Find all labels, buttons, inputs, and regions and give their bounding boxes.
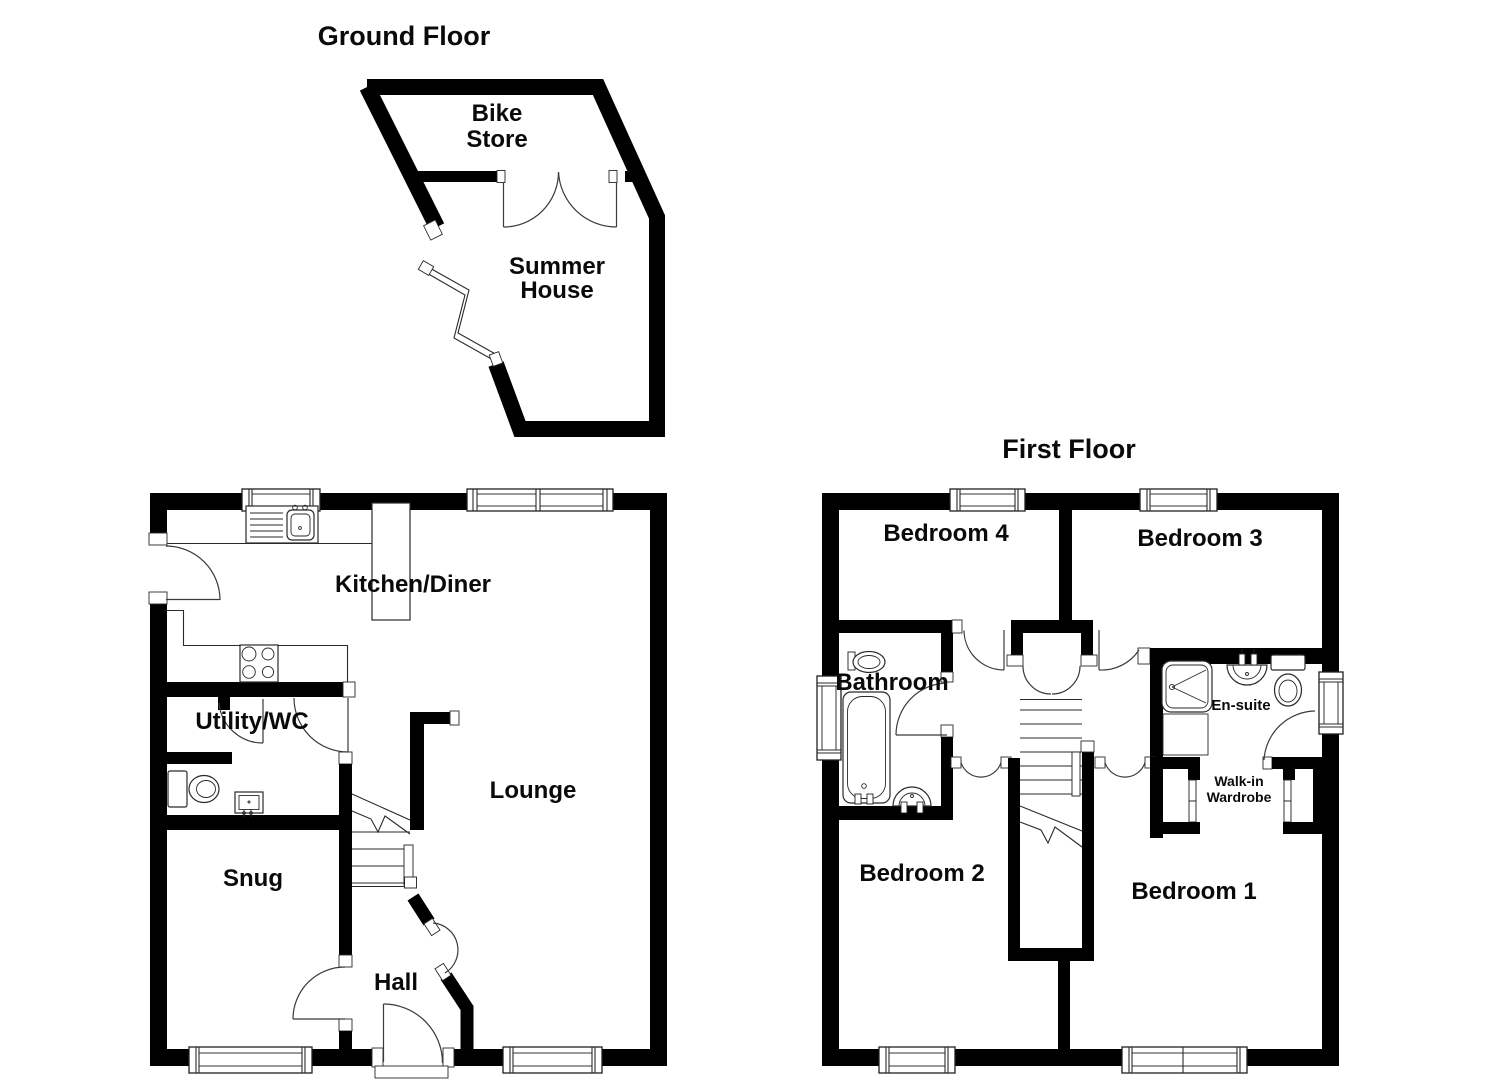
room-label-ensuite: En-suite <box>1211 697 1270 714</box>
room-label-bedroom2: Bedroom 2 <box>859 860 984 887</box>
ensuite-window <box>1318 671 1344 735</box>
stairs-ground <box>351 793 417 889</box>
kitchen-hall-door <box>293 697 349 753</box>
room-label-kitchen-diner: Kitchen/Diner <box>335 571 491 598</box>
summer-house-double-door <box>502 171 618 228</box>
bedroom1-window <box>1121 1046 1248 1074</box>
room-label-bike-store-line1: Bike <box>472 100 523 127</box>
room-label-walkin-line1: Walk-in <box>1214 773 1263 789</box>
landing-cupboard-doors <box>1022 665 1081 695</box>
lounge-door <box>432 922 459 974</box>
wardrobe-walls <box>1150 756 1326 834</box>
ground-floor-title: Ground Floor <box>318 21 491 51</box>
snug-door <box>292 966 346 1020</box>
bedroom3-window <box>1139 488 1218 512</box>
room-label-bedroom1: Bedroom 1 <box>1131 878 1256 905</box>
room-label-walkin-line2: Wardrobe <box>1207 789 1272 805</box>
outbuilding-walls <box>359 79 665 437</box>
bathroom-pedestal-sink-icon <box>892 786 932 814</box>
room-label-lounge: Lounge <box>490 777 577 804</box>
snug-window <box>188 1046 313 1074</box>
bedroom4-door <box>963 630 1005 671</box>
bedroom1-door <box>1104 762 1146 778</box>
room-label-utility-wc: Utility/WC <box>195 708 308 735</box>
room-label-bike-store-line2: Store <box>466 126 527 153</box>
stairs-first <box>1019 698 1083 848</box>
room-label-summer-house-line1: Summer <box>509 253 605 280</box>
room-label-summer-house-line2: House <box>520 277 593 304</box>
bedroom2-window <box>878 1046 956 1074</box>
kitchen-side-door <box>148 532 221 605</box>
bath-icon <box>842 691 891 805</box>
front-door <box>371 1003 455 1079</box>
room-label-bathroom: Bathroom <box>835 669 948 696</box>
bathroom-window <box>816 675 842 761</box>
ensuite-sink-icon <box>1226 649 1268 686</box>
bedroom4-window <box>949 488 1026 512</box>
room-label-hall: Hall <box>374 969 418 996</box>
bedroom3-door <box>1098 630 1140 671</box>
bathroom-door <box>895 682 948 736</box>
first-floor-plan: First Floor <box>816 434 1344 1074</box>
ground-interior-walls <box>150 681 474 1058</box>
first-interior-walls <box>822 510 1339 1058</box>
wc-basin-icon <box>234 791 264 817</box>
shower-icon <box>1161 660 1213 756</box>
open-boundary-zigzag <box>417 260 504 367</box>
ensuite-toilet-icon <box>1270 654 1306 707</box>
first-floor-title: First Floor <box>1002 434 1136 464</box>
outbuilding-plan: Ground Floor Bike Store Summer House <box>318 21 665 437</box>
bedroom2-door <box>960 762 1002 778</box>
room-label-bedroom3: Bedroom 3 <box>1137 525 1262 552</box>
kitchen-sink-icon <box>245 504 319 544</box>
ensuite-door <box>1263 710 1316 761</box>
utility-door <box>218 699 264 744</box>
lounge-window <box>502 1046 603 1074</box>
ground-floor-plan: Kitchen/Diner Utility/WC Lounge Snug Hal… <box>148 488 667 1079</box>
kitchen-counter <box>167 502 411 682</box>
toilet-icon <box>167 770 220 808</box>
kitchen-diner-window <box>466 488 614 512</box>
room-label-snug: Snug <box>223 865 283 892</box>
room-label-bedroom4: Bedroom 4 <box>883 520 1009 547</box>
bathroom-sink-icon <box>847 650 886 674</box>
hob-icon <box>239 644 279 683</box>
